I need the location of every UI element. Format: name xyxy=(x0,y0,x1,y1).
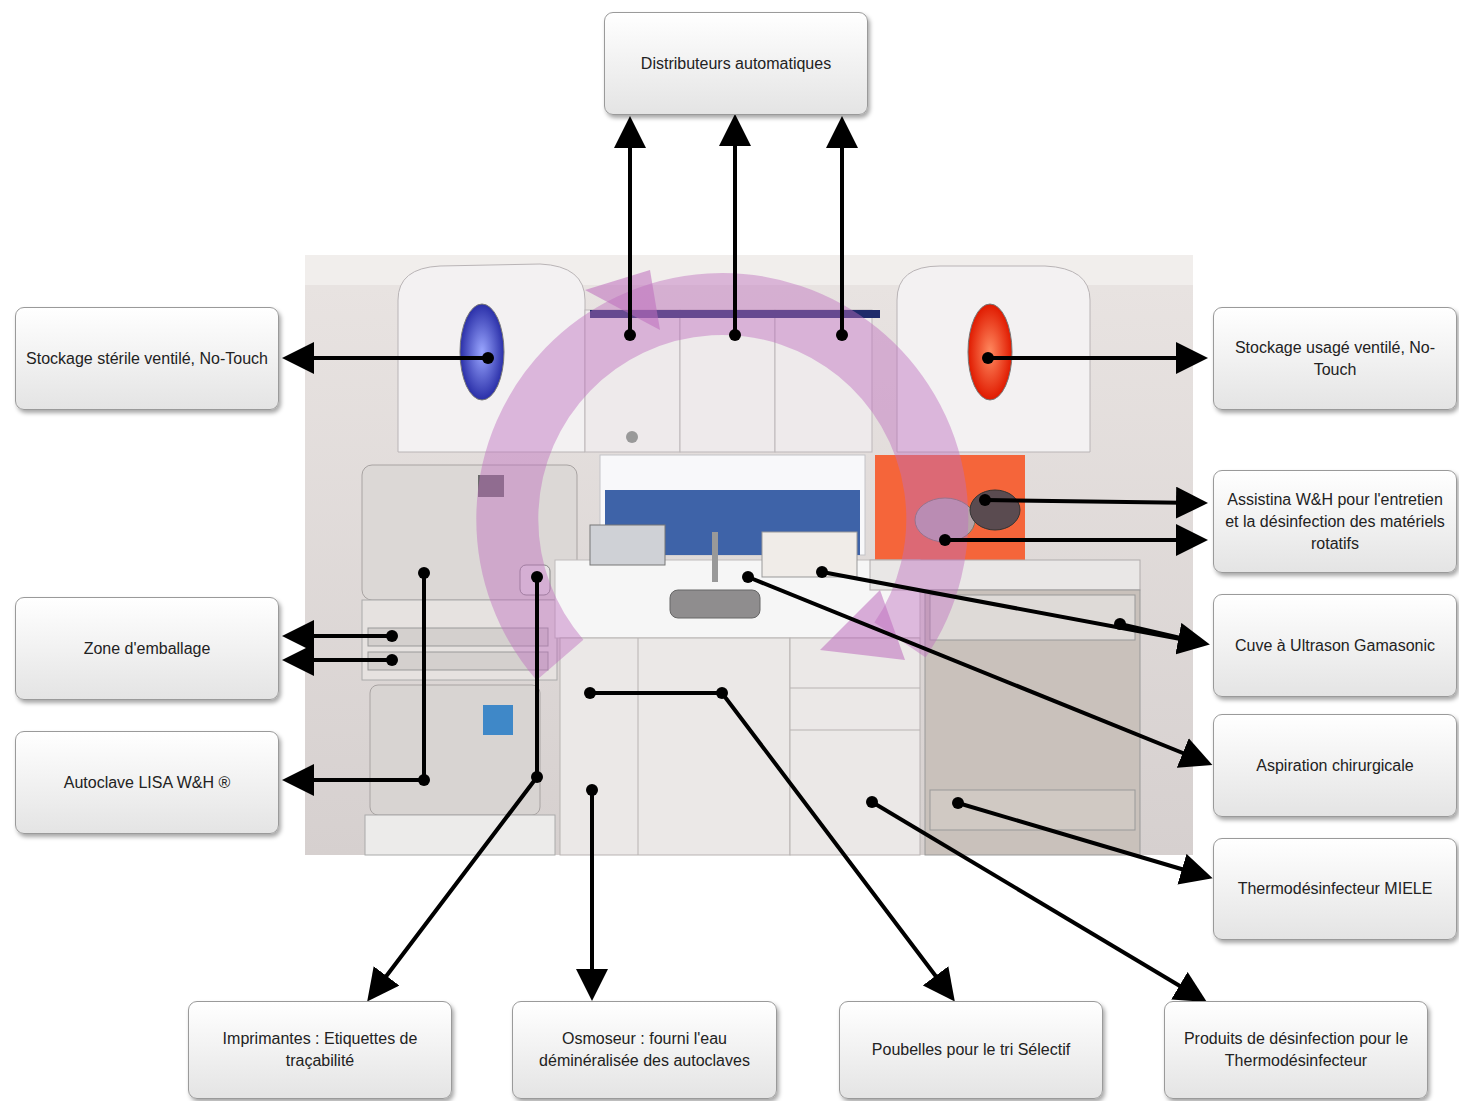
callout-text: Poubelles pour le tri Sélectif xyxy=(872,1039,1070,1061)
callout-box: Autoclave LISA W&H ® xyxy=(15,731,279,834)
callout-box: Osmoseur : fourni l'eau déminéralisée de… xyxy=(512,1001,777,1099)
callout-text: Assistina W&H pour l'entretien et la dés… xyxy=(1224,489,1446,555)
callout-text: Stockage usagé ventilé, No-Touch xyxy=(1224,337,1446,381)
callout-box: Stockage usagé ventilé, No-Touch xyxy=(1213,307,1457,410)
callout-text: Osmoseur : fourni l'eau déminéralisée de… xyxy=(523,1028,766,1072)
callout-box: Produits de désinfection pour le Thermod… xyxy=(1164,1001,1428,1099)
callout-box: Thermodésinfecteur MIELE xyxy=(1213,838,1457,940)
callout-text: Thermodésinfecteur MIELE xyxy=(1238,878,1433,900)
callout-text: Zone d'emballage xyxy=(84,638,211,660)
callout-box: Poubelles pour le tri Sélectif xyxy=(839,1001,1103,1099)
callout-box: Aspiration chirurgicale xyxy=(1213,714,1457,817)
photo-ground xyxy=(305,255,1193,855)
callout-box: Stockage stérile ventilé, No-Touch xyxy=(15,307,279,410)
leader-lines xyxy=(290,122,1205,998)
leader-dots xyxy=(386,329,1126,809)
callout-box: Distributeurs automatiques xyxy=(604,12,868,115)
callout-text: Autoclave LISA W&H ® xyxy=(64,772,231,794)
callout-box: Imprimantes : Etiquettes de traçabilité xyxy=(188,1001,452,1099)
callout-text: Cuve à Ultrason Gamasonic xyxy=(1235,635,1435,657)
callout-text: Produits de désinfection pour le Thermod… xyxy=(1175,1028,1417,1072)
callout-text: Aspiration chirurgicale xyxy=(1256,755,1413,777)
callout-box: Zone d'emballage xyxy=(15,597,279,700)
callout-text: Imprimantes : Etiquettes de traçabilité xyxy=(199,1028,441,1072)
callout-text: Distributeurs automatiques xyxy=(641,53,831,75)
callout-box: Cuve à Ultrason Gamasonic xyxy=(1213,594,1457,697)
callout-text: Stockage stérile ventilé, No-Touch xyxy=(26,348,268,370)
callout-box: Assistina W&H pour l'entretien et la dés… xyxy=(1213,470,1457,573)
